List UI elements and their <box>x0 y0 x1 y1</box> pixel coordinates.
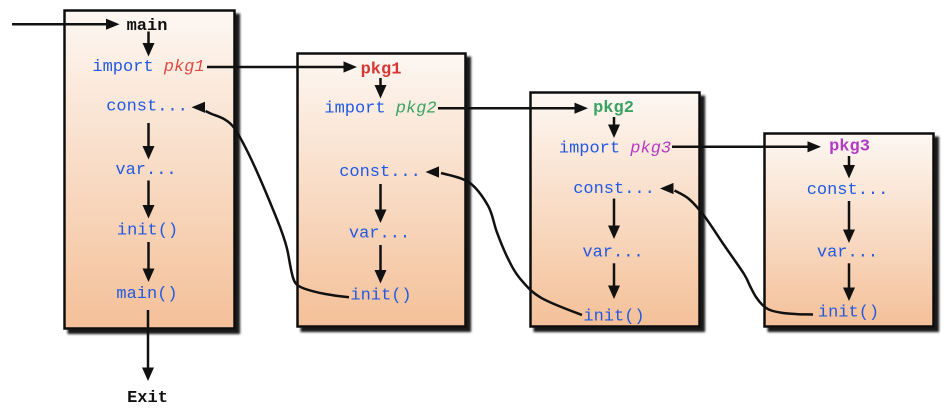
svg-text:var...: var... <box>582 244 643 263</box>
svg-text:main: main <box>127 17 168 36</box>
svg-text:import pkg1: import pkg1 <box>92 58 204 77</box>
svg-text:var...: var... <box>115 161 176 180</box>
svg-text:init(): init() <box>583 308 644 327</box>
svg-text:var...: var... <box>817 244 878 263</box>
svg-text:const...: const... <box>106 98 188 117</box>
svg-text:const...: const... <box>807 181 889 200</box>
svg-text:pkg1: pkg1 <box>361 61 402 80</box>
svg-text:Exit: Exit <box>127 389 168 408</box>
svg-text:init(): init() <box>818 304 879 323</box>
svg-text:import pkg3: import pkg3 <box>559 140 671 159</box>
svg-text:import pkg2: import pkg2 <box>324 100 436 119</box>
svg-text:main(): main() <box>116 285 177 304</box>
svg-text:var...: var... <box>349 225 410 244</box>
svg-text:init(): init() <box>117 222 178 241</box>
svg-text:const...: const... <box>573 180 655 199</box>
svg-text:pkg2: pkg2 <box>593 99 634 118</box>
svg-text:const...: const... <box>339 163 421 182</box>
svg-text:init(): init() <box>350 287 411 306</box>
svg-text:pkg3: pkg3 <box>829 138 870 157</box>
